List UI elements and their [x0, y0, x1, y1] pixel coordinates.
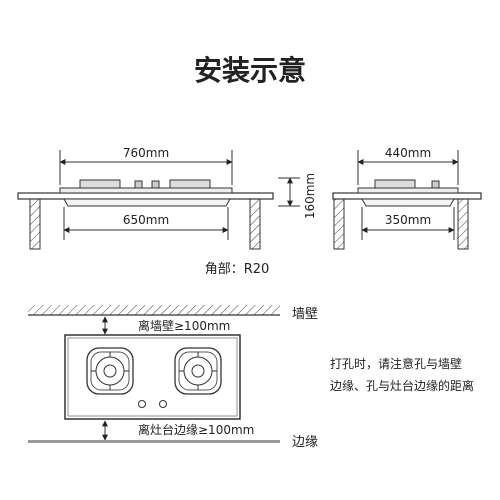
cabinet-side-right-b — [457, 198, 469, 250]
knob-side-2 — [151, 180, 160, 189]
countertop-left — [17, 192, 274, 200]
stove-base-left — [63, 198, 231, 207]
burner-top-2 — [174, 347, 222, 395]
countertop-right — [332, 192, 482, 200]
burner-side-2 — [169, 179, 211, 189]
counter-edge-line — [28, 440, 280, 443]
edge-label: 边缘 — [292, 435, 318, 450]
dim-label-440: 440mm — [385, 146, 431, 160]
burner-top-1 — [86, 347, 134, 395]
burner-side-1 — [79, 179, 121, 189]
dim-label-160: 160mm — [303, 173, 317, 219]
note-line-2: 边缘、孔与灶台边缘的距离 — [330, 378, 474, 393]
dim-label-650: 650mm — [123, 213, 169, 227]
knob-side-3 — [431, 180, 440, 189]
stove-body-right — [357, 187, 459, 194]
knob-top-2 — [159, 400, 167, 408]
knob-top-1 — [138, 400, 146, 408]
wall-label: 墙壁 — [292, 307, 318, 322]
cabinet-side-left-a — [29, 198, 41, 250]
top-view: 墙壁 离墙壁≥100mm — [28, 305, 318, 450]
stove-base-right — [361, 198, 455, 207]
stove-body-left — [59, 187, 233, 194]
cabinet-side-left-b — [249, 198, 261, 250]
edge-distance-label: 离灶台边缘≥100mm — [138, 422, 254, 437]
cabinet-side-right-a — [333, 198, 345, 250]
corner-radius-label: 角部：R20 — [205, 262, 270, 277]
dim-label-350: 350mm — [385, 213, 431, 227]
knob-side-1 — [134, 180, 143, 189]
wall-hatch — [28, 305, 280, 315]
burner-side-3 — [374, 179, 416, 189]
note-line-1: 打孔时，请注意孔与墙壁 — [330, 356, 462, 371]
dim-label-760: 760mm — [123, 146, 169, 160]
wall-distance-label: 离墙壁≥100mm — [138, 318, 230, 333]
page-title: 安装示意 — [194, 54, 306, 87]
side-view-single: 440mm 350mm — [332, 146, 482, 250]
side-view-double: 760mm 650mm 160mm — [17, 146, 317, 250]
